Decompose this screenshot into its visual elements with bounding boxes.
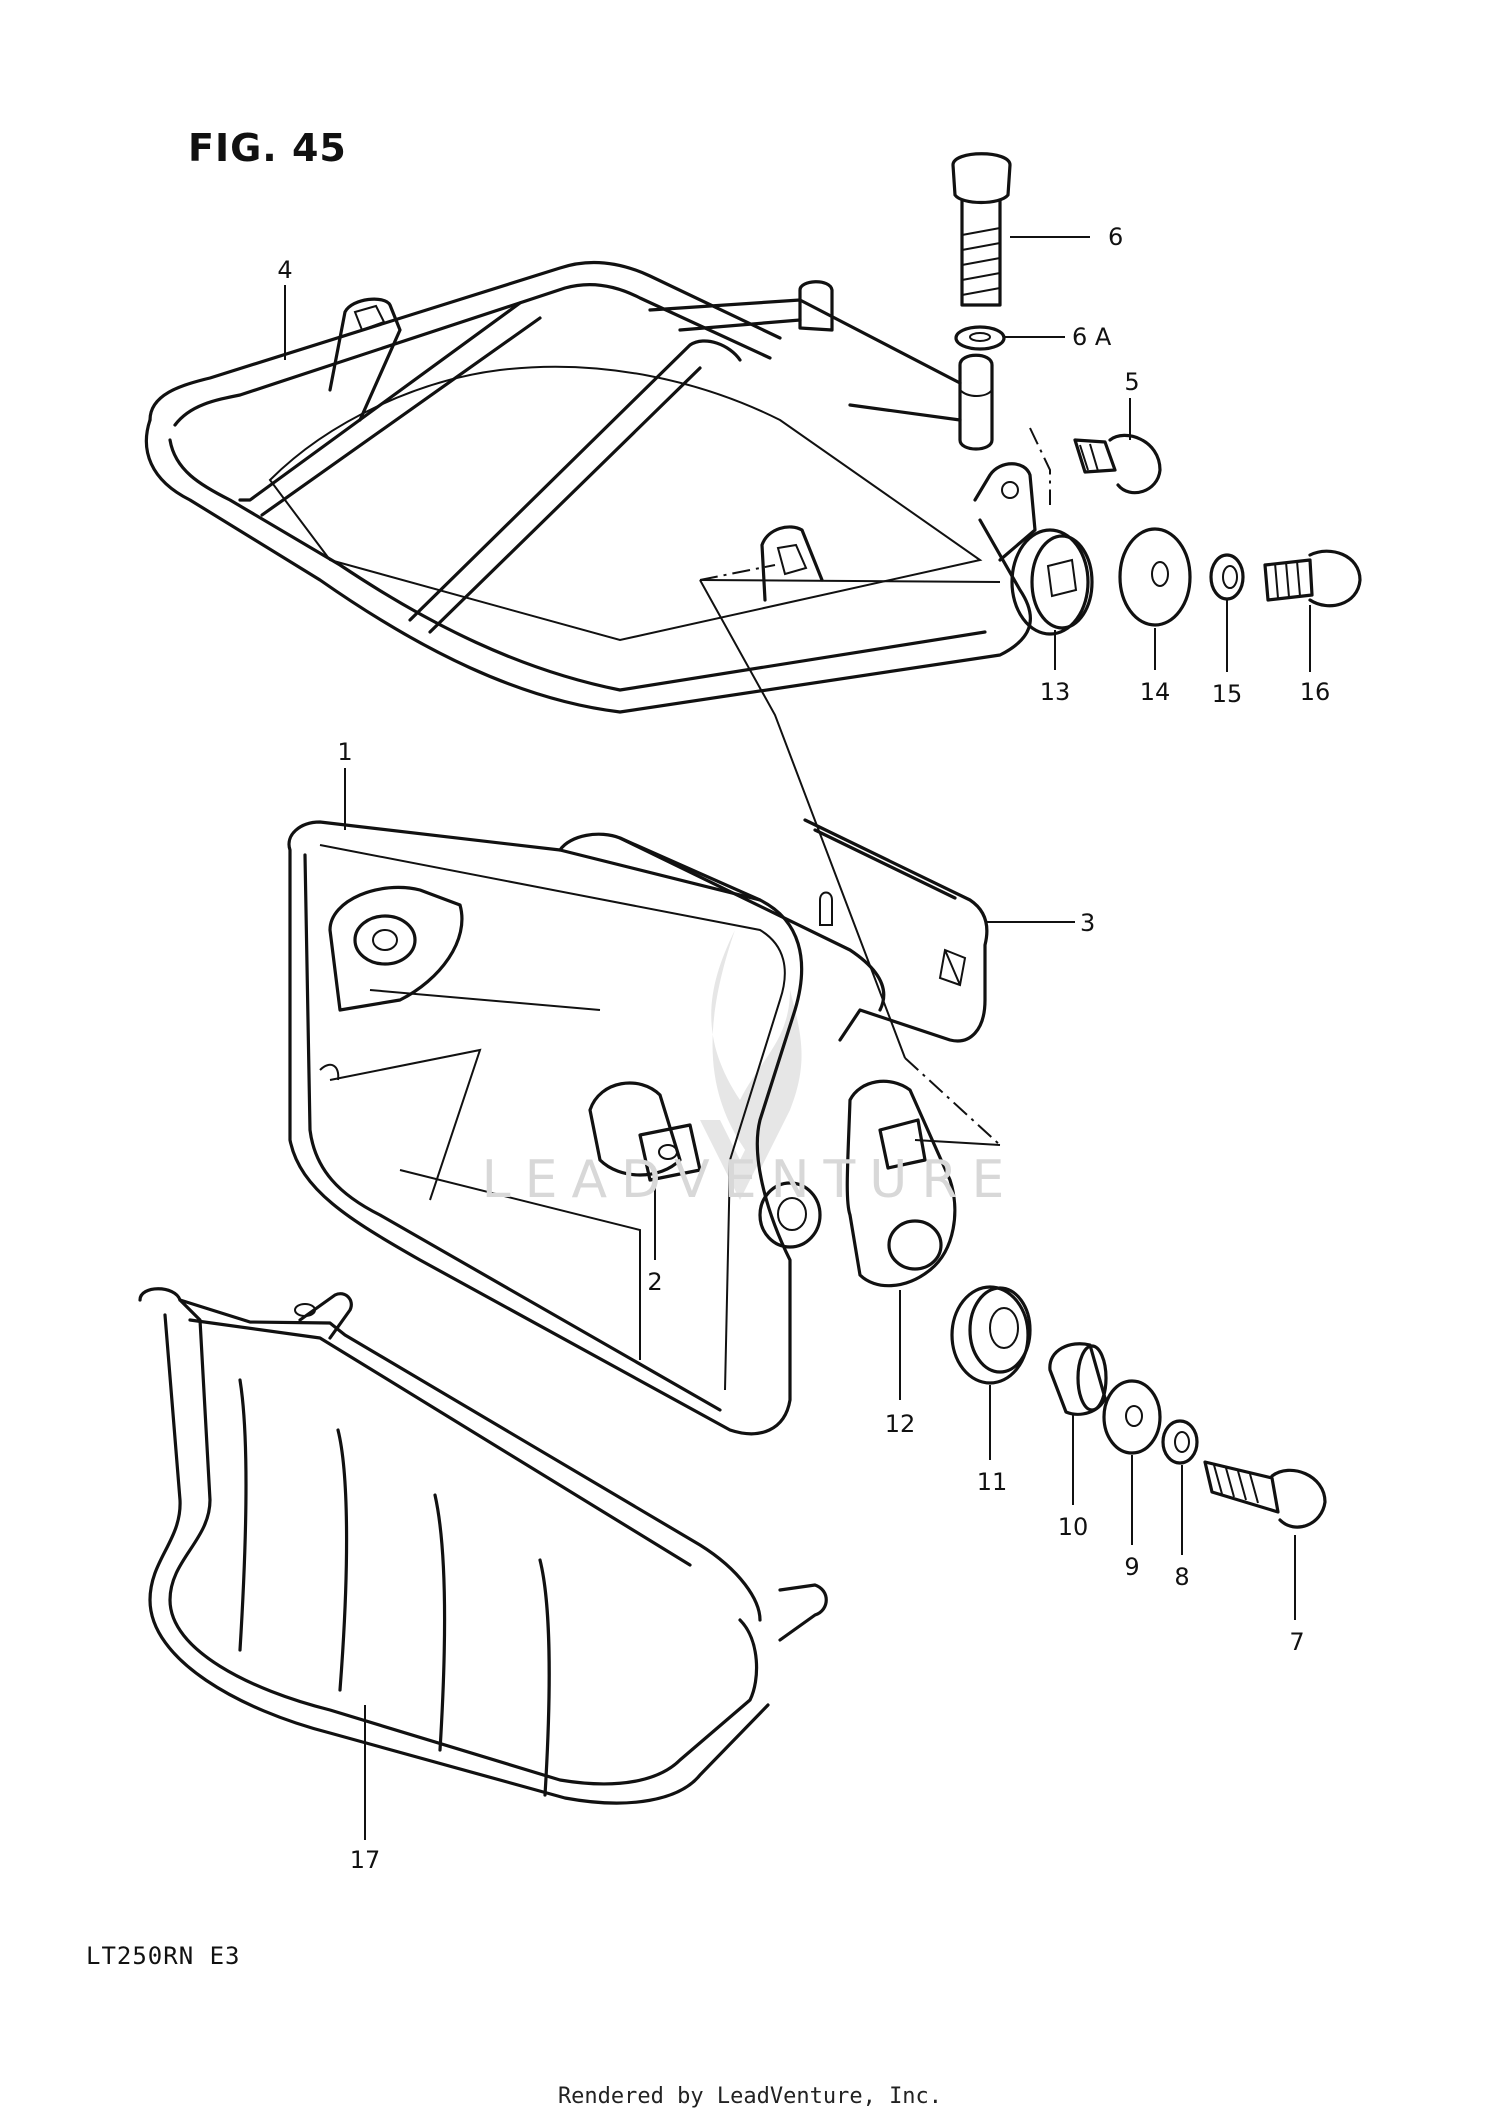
callout-12: 12: [885, 1410, 916, 1438]
lock-washer-part-15: [1209, 553, 1245, 601]
washer-part-14: [1118, 527, 1192, 627]
callout-15: 15: [1212, 680, 1243, 708]
callout-7: 7: [1289, 1628, 1304, 1656]
render-credit: Rendered by LeadVenture, Inc.: [557, 2084, 943, 2109]
callout-14: 14: [1140, 678, 1171, 706]
callout-9: 9: [1124, 1553, 1139, 1581]
callout-16: 16: [1300, 678, 1331, 706]
leader-lines: [284, 236, 1311, 1840]
lock-washer-part-8: [1161, 1419, 1199, 1465]
watermark-text: LEADVENTURE: [481, 1150, 1019, 1210]
figure-title: FIG. 45: [188, 126, 347, 170]
bolt-part-16: [1263, 549, 1362, 608]
callout-4: 4: [277, 256, 292, 284]
bracket-part-12: [845, 1079, 957, 1288]
callout-5: 5: [1124, 368, 1139, 396]
callout-13: 13: [1040, 678, 1071, 706]
model-code: LT250RN E3: [86, 1942, 241, 1970]
washer-part-9: [1102, 1379, 1162, 1455]
washer-part-6a: [954, 325, 1006, 351]
callout-6: 6: [1108, 223, 1123, 251]
bracket-part-3: [803, 818, 989, 1043]
bolt-part-6: [951, 152, 1012, 307]
upper-guard-part-4: [144, 260, 1037, 714]
watermark-emblem: [700, 930, 802, 1200]
callout-6a: 6 A: [1072, 323, 1112, 351]
callout-2: 2: [647, 1268, 662, 1296]
bolt-part-7: [1203, 1460, 1327, 1529]
bolt-part-5: [1073, 433, 1162, 495]
callout-11: 11: [977, 1468, 1008, 1496]
callout-8: 8: [1174, 1563, 1189, 1591]
callout-10: 10: [1058, 1513, 1089, 1541]
collar-part-10: [1048, 1342, 1108, 1416]
grommet-part-11: [950, 1285, 1032, 1385]
callout-1: 1: [337, 738, 352, 766]
grommet-part-13: [1010, 528, 1094, 636]
nut-part-2: [638, 1123, 702, 1182]
lower-guard-part-17: [138, 1287, 828, 1805]
callout-17: 17: [350, 1846, 381, 1874]
housing-part-1: [287, 820, 886, 1436]
callout-3: 3: [1080, 909, 1095, 937]
